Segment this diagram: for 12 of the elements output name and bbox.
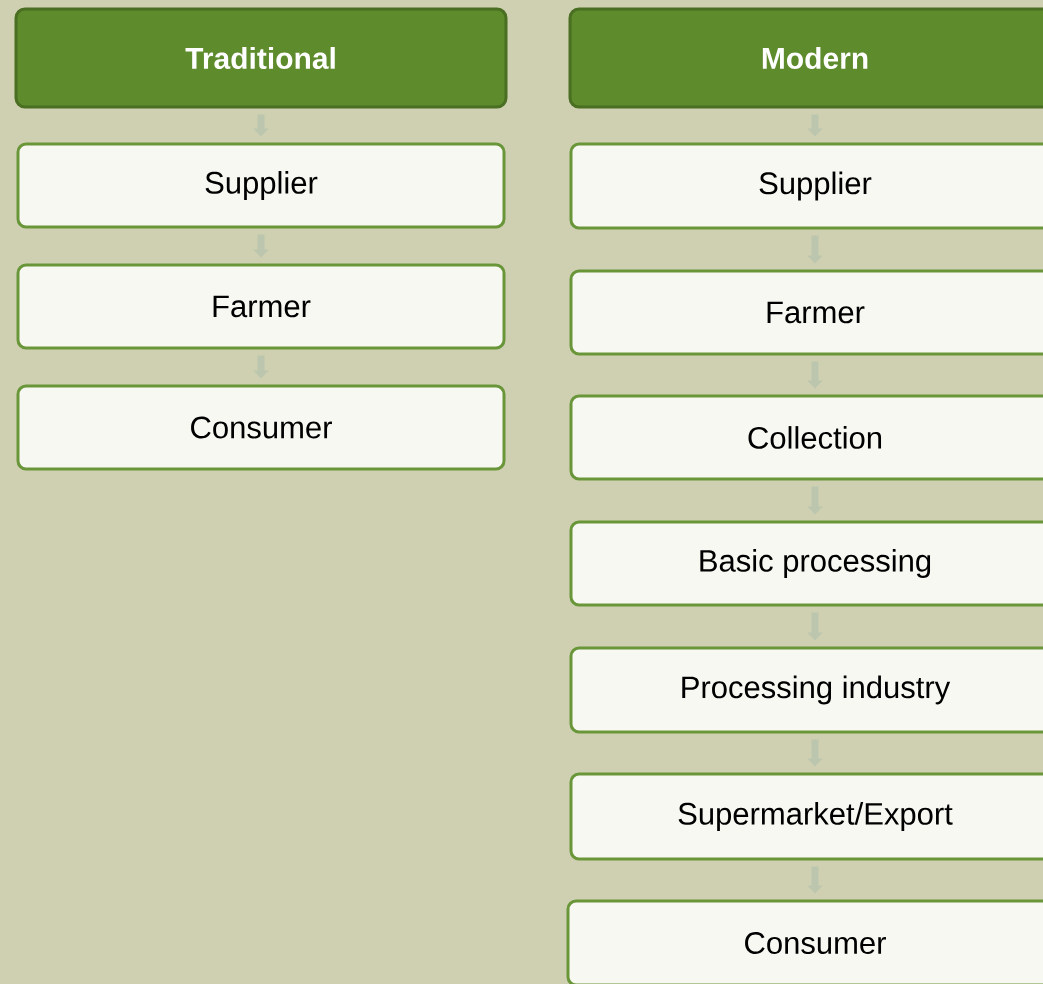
process-box: Farmer (569, 269, 1043, 356)
process-box: Supplier (16, 142, 506, 229)
process-box: Consumer (16, 384, 506, 471)
process-box: Farmer (16, 263, 506, 350)
header-box: Modern (568, 7, 1043, 109)
process-box: Collection (569, 394, 1043, 481)
process-box: Consumer (566, 899, 1043, 984)
process-box: Basic processing (569, 520, 1043, 607)
process-box: Supermarket/Export (569, 772, 1043, 861)
process-box: Supplier (569, 142, 1043, 230)
header-box: Traditional (14, 7, 508, 109)
process-box: Processing industry (569, 646, 1043, 734)
